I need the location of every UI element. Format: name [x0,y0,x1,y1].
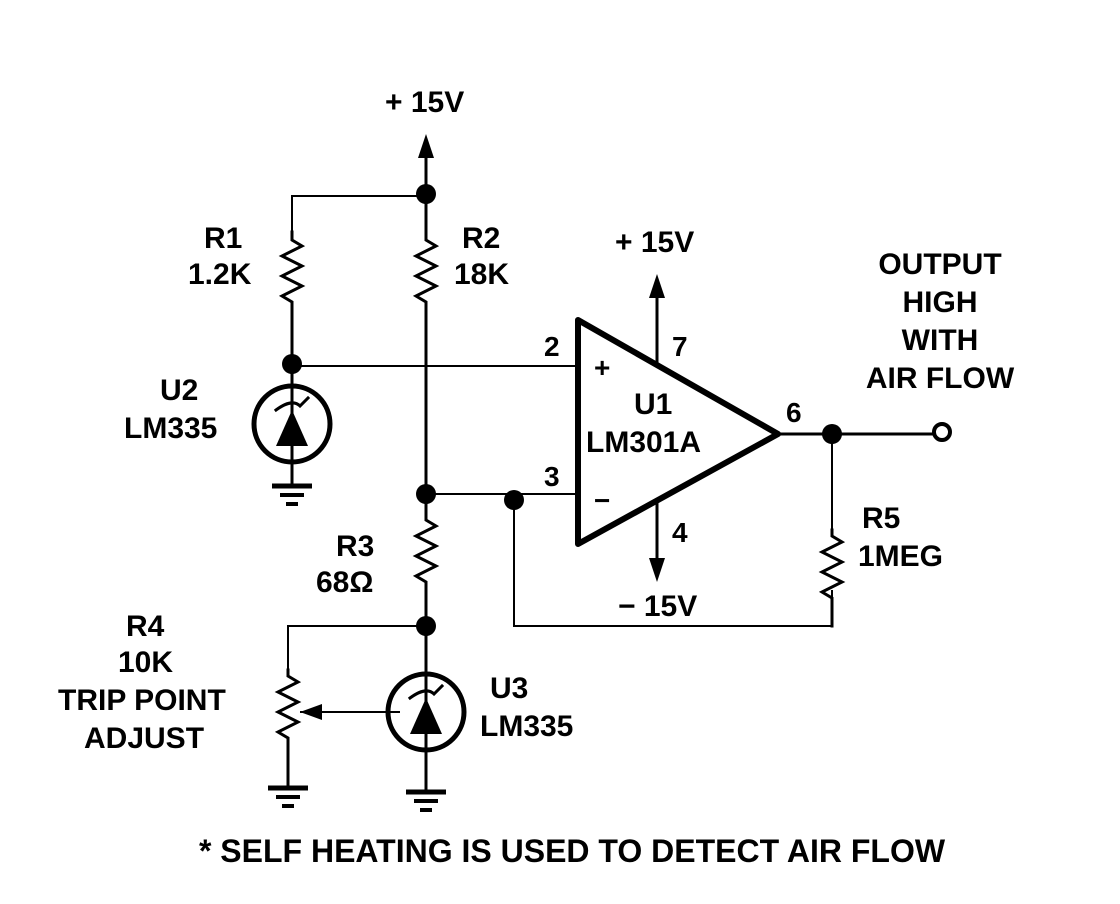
supply-label-opamp-neg: − 15V [618,590,697,623]
junction-dot [504,490,524,510]
r2-name: R2 [462,222,500,255]
supply-label-opamp-pos: + 15V [615,226,694,259]
r5-value: 1MEG [858,540,943,573]
resistor-r5 [818,528,846,628]
u2-part: LM335 [124,412,217,445]
u3-part: LM335 [480,710,573,743]
zener-diode-icon [276,410,308,446]
output-label-line3: WITH [902,324,979,357]
supply-label-top: + 15V [385,86,464,119]
u1-plus-sign: + [594,352,610,383]
ground-icon [406,789,446,812]
r5-name: R5 [862,502,900,535]
r4-value: 10K [118,646,173,679]
opamp-u1 [575,317,781,547]
r4-name: R4 [126,610,165,643]
junction-dot [416,484,436,504]
footnote: * SELF HEATING IS USED TO DETECT AIR FLO… [199,833,946,869]
arrow-up-icon [649,274,665,298]
wiper-arrow-icon [300,704,322,720]
resistor-r3 [412,492,440,628]
ground-icon [268,785,308,808]
u1-name: U1 [634,388,672,421]
output-label-line2: HIGH [903,286,978,319]
wire-r4-top [287,625,426,670]
output-label-line1: OUTPUT [878,248,1001,281]
u3-name: U3 [490,672,528,705]
u2-name: U2 [160,374,198,407]
r3-name: R3 [336,530,374,563]
pin-3: 3 [544,461,560,492]
pin-2: 2 [544,331,560,362]
wire-top-rail [291,195,426,232]
r1-value: 1.2K [188,258,252,291]
sensor-u2 [251,383,333,465]
r1-name: R1 [204,222,242,255]
ground-icon [272,460,312,506]
r4-desc1: TRIP POINT [58,684,226,717]
u1-part: LM301A [586,426,701,459]
arrow-down-icon [649,558,665,582]
resistor-r2 [412,230,440,494]
u1-minus-sign: − [594,485,610,516]
resistor-r1 [278,230,306,362]
junction-dot [416,184,436,204]
output-label-line4: AIR FLOW [866,362,1015,395]
arrow-up-icon [418,134,434,158]
zener-diode-icon [410,698,442,734]
r4-desc2: ADJUST [84,722,204,755]
pin-4: 4 [672,517,688,548]
pin-6: 6 [786,397,802,428]
r3-value: 68Ω [316,566,373,599]
junction-dot [282,354,302,374]
pin-7: 7 [672,331,688,362]
sensor-u3 [385,671,467,753]
junction-dot [822,424,842,444]
output-terminal-icon [932,422,952,442]
junction-dot [416,616,436,636]
resistor-r4 [274,668,302,788]
r2-value: 18K [454,258,509,291]
